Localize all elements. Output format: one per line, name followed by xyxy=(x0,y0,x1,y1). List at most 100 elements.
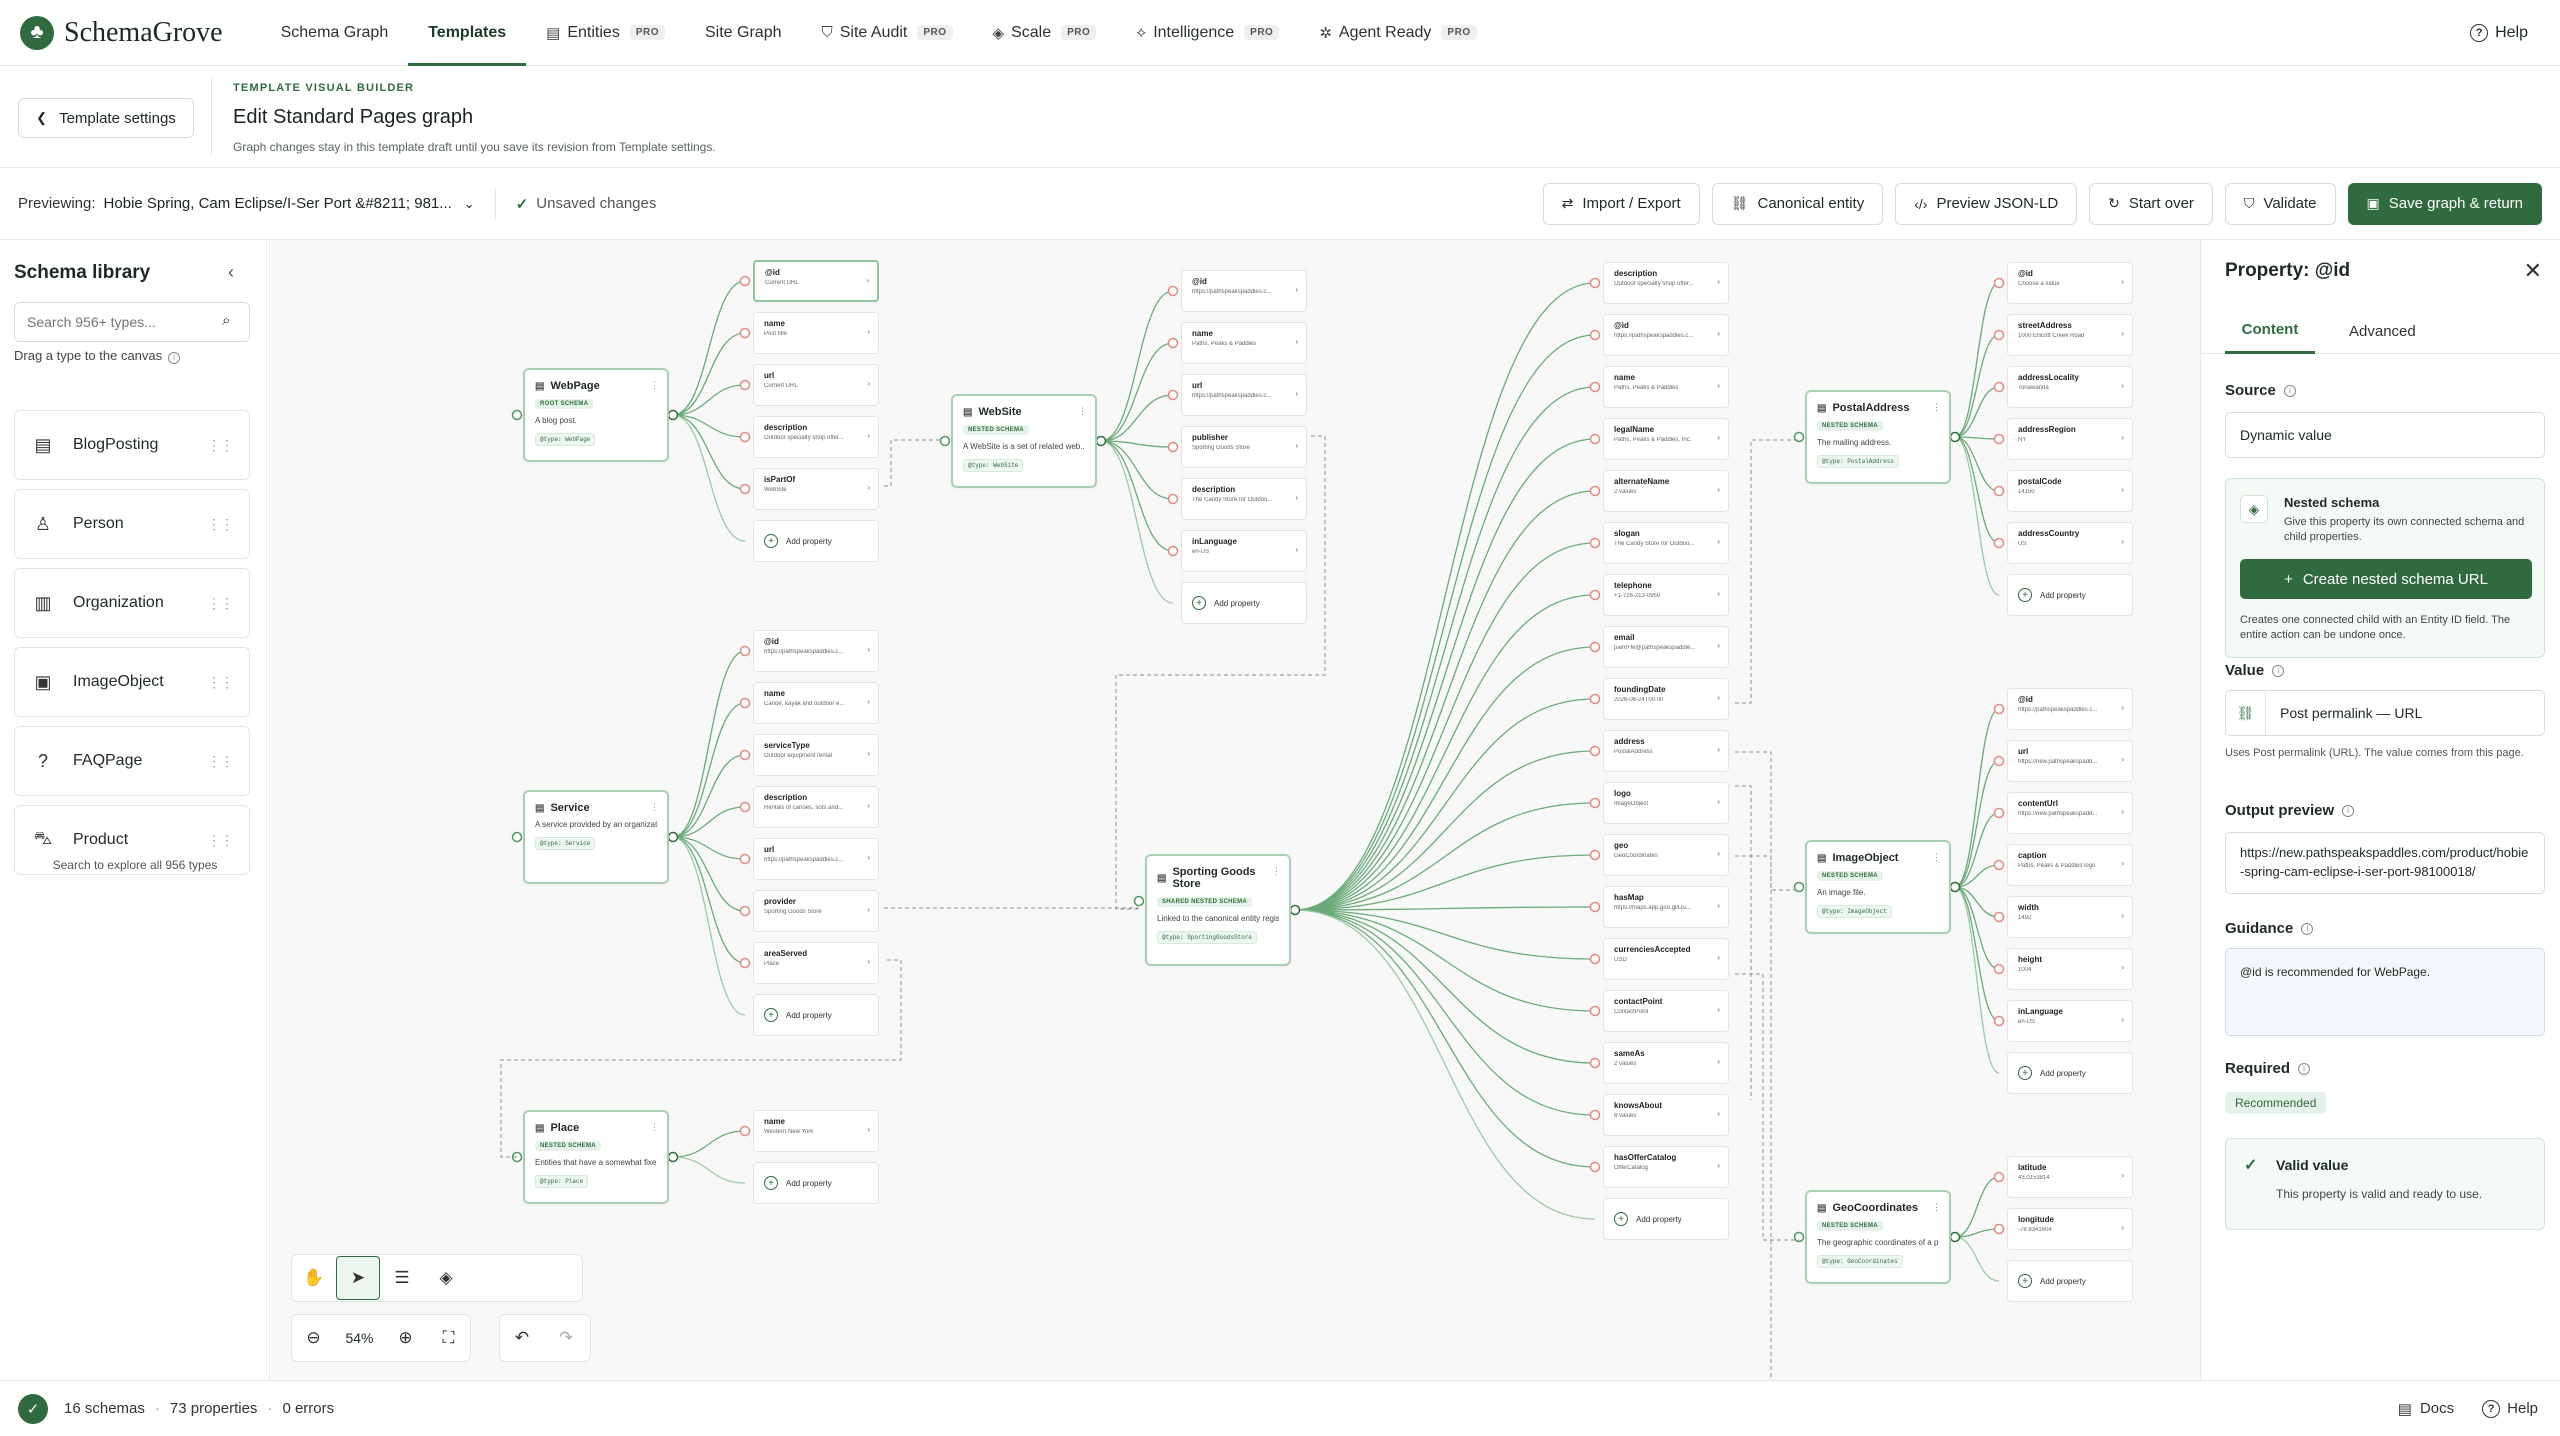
add-property-button[interactable]: +Add property xyxy=(2007,574,2133,616)
edge-handle[interactable] xyxy=(1589,485,1601,497)
edge-handle[interactable] xyxy=(1993,329,2005,341)
library-item-imageobject[interactable]: ▣ImageObject⋮⋮ xyxy=(14,647,250,717)
nav-item-site-graph[interactable]: Site Graph xyxy=(685,0,801,66)
help-link[interactable]: ?Help xyxy=(2470,23,2528,42)
edge-handle[interactable] xyxy=(1949,881,1961,893)
edge-handle[interactable] xyxy=(739,1125,751,1137)
library-item-organization[interactable]: ▥Organization⋮⋮ xyxy=(14,568,250,638)
drag-handle-icon[interactable]: ⋮⋮ xyxy=(207,831,234,848)
edge-handle[interactable] xyxy=(1289,904,1301,916)
edge-handle[interactable] xyxy=(1589,693,1601,705)
zoom-in-icon[interactable]: ⊕ xyxy=(398,1328,413,1347)
edge-handle[interactable] xyxy=(739,853,751,865)
drag-handle-icon[interactable]: ⋮⋮ xyxy=(207,673,234,690)
edge-handle[interactable] xyxy=(1167,389,1179,401)
more-icon[interactable]: ⋮ xyxy=(1932,852,1941,862)
edge-handle[interactable] xyxy=(739,379,751,391)
edge-handle[interactable] xyxy=(739,431,751,443)
edge-handle[interactable] xyxy=(1167,493,1179,505)
zoom-out-icon[interactable]: ⊖ xyxy=(306,1328,321,1347)
edge-handle[interactable] xyxy=(511,831,523,843)
edge-handle[interactable] xyxy=(1993,537,2005,549)
library-item-blogposting[interactable]: ▤BlogPosting⋮⋮ xyxy=(14,410,250,480)
edge-handle[interactable] xyxy=(1589,1057,1601,1069)
edge-handle[interactable] xyxy=(1993,277,2005,289)
edge-handle[interactable] xyxy=(739,749,751,761)
edge-handle[interactable] xyxy=(1589,641,1601,653)
add-property-button[interactable]: +Add property xyxy=(753,994,879,1036)
edge-handle[interactable] xyxy=(739,801,751,813)
graph-canvas[interactable]: ✋ ➤ ☰ ◈ ⊖ 54% ⊕ ⛶ ↶ ↷ ▤WebPage⋮ROOT SCHE… xyxy=(271,240,2200,1380)
import-export-button[interactable]: ⇄Import / Export xyxy=(1542,182,1700,225)
add-property-button[interactable]: +Add property xyxy=(2007,1260,2133,1302)
edge-handle[interactable] xyxy=(1993,485,2005,497)
source-select[interactable]: Dynamic value xyxy=(2225,412,2545,458)
edge-handle[interactable] xyxy=(1793,1231,1805,1243)
save-graph-button[interactable]: ▣Save graph & return xyxy=(2347,182,2542,225)
start-over-button[interactable]: ↻Start over xyxy=(2089,182,2213,225)
edge-handle[interactable] xyxy=(1993,755,2005,767)
validate-button[interactable]: ⛉Validate xyxy=(2224,182,2336,225)
edge-handle[interactable] xyxy=(1589,589,1601,601)
edge-handle[interactable] xyxy=(1589,381,1601,393)
tab-content[interactable]: Content xyxy=(2225,308,2315,354)
edge-handle[interactable] xyxy=(1589,329,1601,341)
edge-handle[interactable] xyxy=(1993,963,2005,975)
more-icon[interactable]: ⋮ xyxy=(650,380,659,390)
library-item-product[interactable]: ⛍Product⋮⋮ xyxy=(14,805,250,875)
edge-handle[interactable] xyxy=(1167,441,1179,453)
edge-handle[interactable] xyxy=(667,831,679,843)
fit-view-icon[interactable]: ⛶ xyxy=(442,1328,455,1347)
pointer-icon[interactable]: ➤ xyxy=(336,1256,380,1300)
edge-handle[interactable] xyxy=(1167,285,1179,297)
add-property-button[interactable]: +Add property xyxy=(753,1162,879,1204)
more-icon[interactable]: ⋮ xyxy=(1078,406,1087,416)
edge-handle[interactable] xyxy=(1589,433,1601,445)
template-settings-button[interactable]: ❮Template settings xyxy=(18,98,194,138)
hand-icon[interactable]: ✋ xyxy=(303,1268,325,1287)
add-property-button[interactable]: +Add property xyxy=(2007,1052,2133,1094)
edge-handle[interactable] xyxy=(739,327,751,339)
edge-handle[interactable] xyxy=(1589,537,1601,549)
list-icon[interactable]: ☰ xyxy=(394,1268,410,1287)
edge-handle[interactable] xyxy=(1589,797,1601,809)
edge-handle[interactable] xyxy=(1589,1161,1601,1173)
library-item-person[interactable]: ♙Person⋮⋮ xyxy=(14,489,250,559)
more-icon[interactable]: ⋮ xyxy=(1932,1202,1941,1212)
edge-handle[interactable] xyxy=(1589,849,1601,861)
drag-handle-icon[interactable]: ⋮⋮ xyxy=(207,752,234,769)
edge-handle[interactable] xyxy=(939,435,951,447)
